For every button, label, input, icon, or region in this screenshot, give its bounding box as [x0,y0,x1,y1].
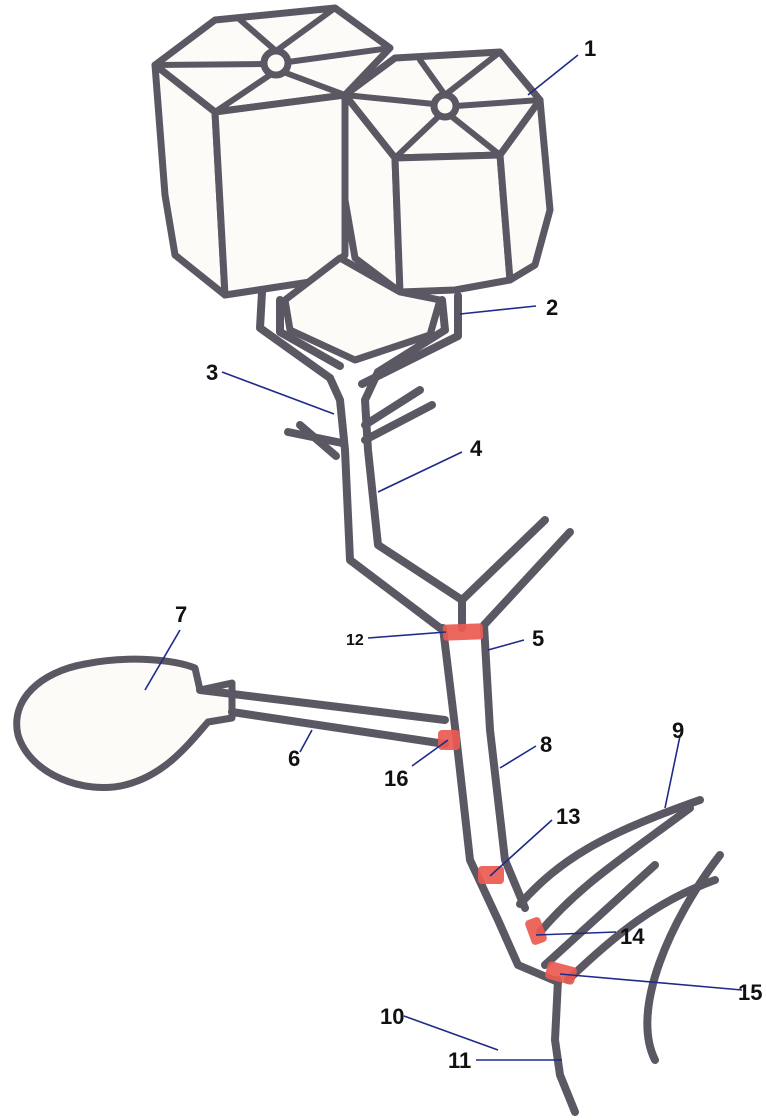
label-16: 16 [384,766,408,791]
label-12: 12 [346,632,364,649]
label-13: 13 [556,804,580,829]
sphincter-14 [524,916,548,946]
label-11: 11 [448,1048,471,1073]
label-4: 4 [470,436,483,461]
right-lobule [345,52,550,292]
label-2: 2 [546,295,558,320]
label-1: 1 [584,36,596,61]
label-14: 14 [620,924,645,949]
sphincter-12 [443,623,484,640]
label-9: 9 [672,718,684,743]
label-7: 7 [175,602,187,627]
label-10: 10 [380,1004,404,1029]
sphincter-16 [438,730,460,750]
label-6: 6 [288,746,300,771]
gallbladder [17,659,445,787]
label-15: 15 [738,980,762,1005]
label-8: 8 [540,732,552,757]
interlobular-ducts [288,372,462,628]
label-3: 3 [206,360,218,385]
upper-right-branches [462,520,570,625]
label-5: 5 [532,626,544,651]
